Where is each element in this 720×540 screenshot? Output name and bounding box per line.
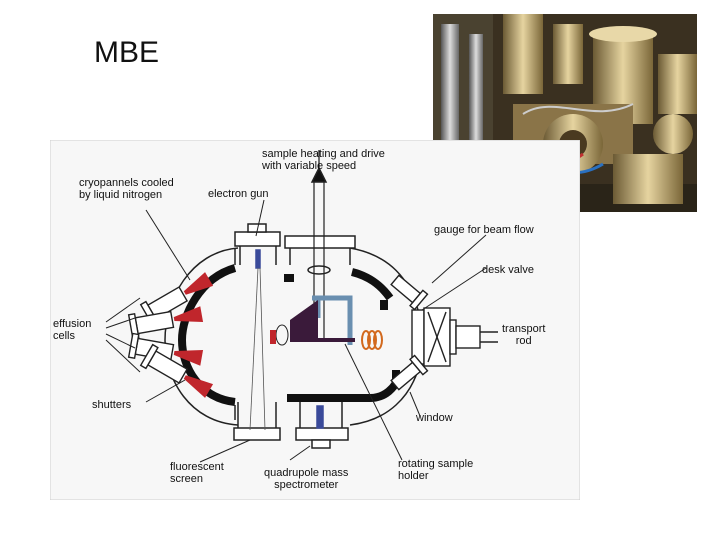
heater-coil — [361, 330, 383, 350]
fluorescent-screen-flange — [233, 402, 281, 441]
quadrupole-flange — [295, 402, 349, 449]
window-port — [390, 354, 429, 391]
label-transport-rod: transport rod — [502, 323, 546, 347]
label-quadrupole: quadrupole mass spectrometer — [264, 467, 349, 491]
label-effusion-cells: effusion cells — [53, 318, 92, 342]
chamber-schematic — [49, 139, 581, 501]
label-sample-heating: sample heating and drive with variable s… — [262, 148, 385, 172]
transport-rod-assembly — [411, 307, 498, 367]
electron-gun-flange — [234, 223, 281, 269]
label-rotating-holder: rotating sample holder — [398, 458, 474, 482]
label-gauge: gauge for beam flow — [434, 224, 534, 236]
sample-marker — [270, 330, 276, 344]
label-desk-valve: desk valve — [482, 264, 534, 276]
mbe-chamber-diagram: sample heating and drive with variable s… — [49, 139, 581, 501]
label-window: window — [416, 412, 453, 424]
effusion-cells — [127, 272, 214, 398]
electron-beam — [249, 267, 266, 431]
slide-title: MBE — [94, 36, 160, 69]
leader-lines — [105, 199, 487, 463]
sample-drive-flange — [284, 166, 356, 340]
label-shutters: shutters — [92, 399, 132, 411]
gauge-port — [390, 274, 429, 311]
label-fluorescent-screen: fluorescent screen — [170, 461, 224, 485]
label-electron-gun: electron gun — [208, 188, 269, 200]
label-cryopannels: cryopannels cooled by liquid nitrogen — [79, 177, 174, 201]
